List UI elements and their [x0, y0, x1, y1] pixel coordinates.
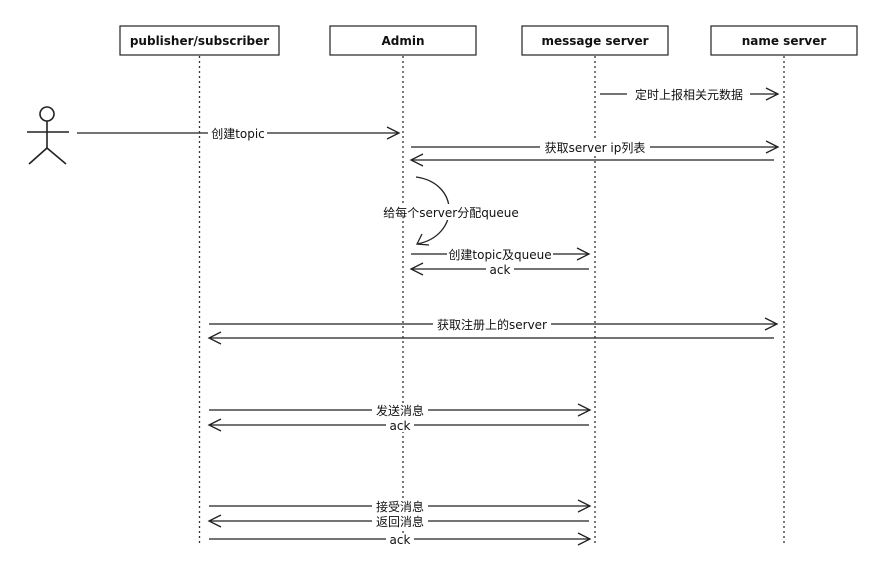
arrowhead-icon — [409, 153, 424, 167]
arrowhead-icon — [207, 418, 222, 432]
participant-admin-label: Admin — [381, 34, 424, 48]
msg-label: 定时上报相关元数据 — [635, 87, 743, 102]
arrowhead-icon — [409, 262, 424, 276]
arrowhead-icon — [207, 331, 222, 345]
msg-label: 创建topic — [211, 127, 265, 141]
participant-name-label: name server — [742, 34, 827, 48]
msg-label: 返回消息 — [376, 514, 424, 529]
msg-label: ack — [490, 263, 511, 277]
msg-label: 创建topic及queue — [448, 248, 551, 262]
msg-label: 获取注册上的server — [437, 317, 547, 332]
arrowhead-icon — [577, 532, 592, 546]
arrowhead-icon — [577, 499, 592, 513]
msg-label: 获取server ip列表 — [545, 141, 646, 155]
participant-admin: Admin — [329, 25, 477, 56]
participant-client-label: publisher/subscriber — [130, 34, 269, 48]
arrowhead-icon — [764, 317, 779, 331]
arrowhead-icon — [765, 87, 780, 101]
msg-label: ack — [390, 419, 411, 433]
msg-label: 接受消息 — [376, 499, 424, 514]
msg-label: 发送消息 — [376, 403, 424, 418]
actor-icon — [27, 106, 69, 165]
participant-client: publisher/subscriber — [119, 25, 280, 56]
arrowhead-icon — [207, 514, 222, 528]
arrowhead-icon — [765, 140, 780, 154]
arrowhead-icon — [577, 403, 592, 417]
participant-msg-label: message server — [541, 34, 648, 48]
participant-msg: message server — [521, 25, 669, 56]
arrowhead-icon — [386, 126, 401, 140]
msg-label: 给每个server分配queue — [383, 205, 519, 220]
msg-labels: 定时上报相关元数据 创建topic 获取server ip列表 给每个serve… — [208, 87, 750, 547]
msg-label: ack — [390, 533, 411, 547]
participant-name: name server — [710, 25, 858, 56]
arrowhead-icon — [576, 247, 591, 261]
arrowhead-icon — [415, 233, 430, 246]
